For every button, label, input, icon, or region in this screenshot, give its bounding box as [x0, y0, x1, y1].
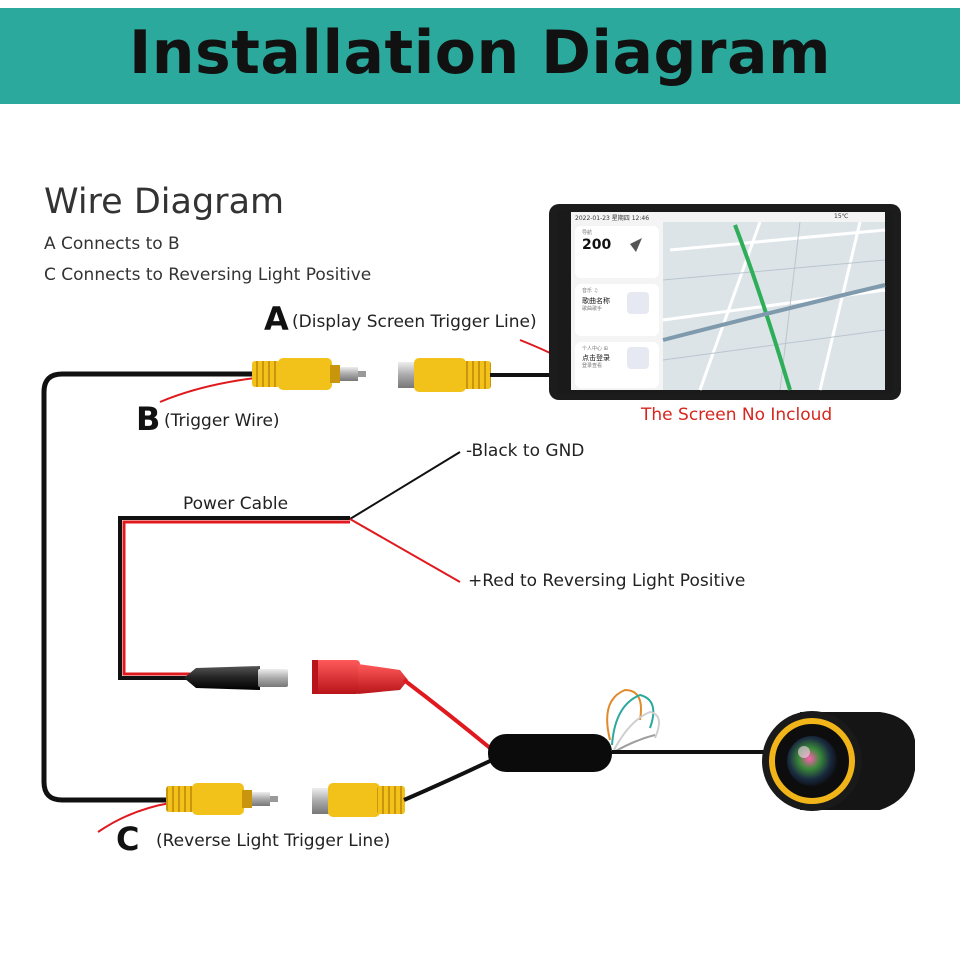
screen-song-title: 歌曲名称 — [582, 297, 610, 305]
color-signal-wires — [606, 688, 660, 753]
label-a-text: (Display Screen Trigger Line) — [292, 312, 537, 332]
backup-camera — [762, 711, 915, 811]
wire-rule-c: C Connects to Reversing Light Positive — [44, 265, 372, 285]
socket-cable — [402, 678, 492, 750]
rca-socket-camera — [312, 783, 405, 817]
title-banner — [0, 8, 960, 104]
screen-nav-label: 导航 — [582, 230, 593, 236]
screen-speed: 200 — [582, 237, 612, 253]
dc-power-plug — [184, 666, 288, 690]
label-red-positive: +Red to Reversing Light Positive — [468, 571, 746, 591]
screen-time: 12:46 — [631, 215, 650, 222]
wire-diagram-title: Wire Diagram — [44, 182, 285, 222]
screen-temp: 15℃ — [834, 213, 849, 220]
screen-user-label: 个人中心 ⊞ — [582, 346, 608, 352]
cable-junction — [488, 734, 612, 772]
label-b-text: (Trigger Wire) — [164, 411, 280, 431]
label-c-text: (Reverse Light Trigger Line) — [156, 831, 391, 851]
screen-music-label: 音乐 ♫ — [582, 288, 599, 294]
dc-power-socket — [312, 660, 408, 694]
screen-date: 2022-01-23 — [575, 215, 610, 222]
screen-user-sub: 登录查看 — [582, 363, 603, 369]
screen-song-artist: 歌曲歌手 — [582, 306, 603, 312]
label-a-letter: A — [264, 300, 289, 338]
camera-video-cable — [403, 758, 493, 802]
rca-plug-b — [252, 358, 366, 390]
rca-plug-c — [166, 783, 278, 815]
label-screen-note: The Screen No Incloud — [641, 405, 833, 425]
screen-status-bar: 2022-01-23 星期四 12:46 — [575, 213, 649, 222]
label-b-letter: B — [136, 400, 161, 438]
wire-rule-a-b: A Connects to B — [44, 234, 180, 254]
label-c-letter: C — [116, 820, 140, 858]
trigger-wire-b — [159, 377, 256, 403]
screen-weekday: 星期四 — [611, 215, 630, 222]
trigger-wire-c — [97, 802, 171, 833]
rca-socket-a — [398, 358, 491, 392]
label-power-cable: Power Cable — [183, 494, 289, 514]
head-unit-display — [549, 204, 901, 400]
page-title: Installation Diagram — [128, 18, 832, 88]
label-black-gnd: -Black to GND — [466, 441, 585, 461]
screen-user-title: 点击登录 — [582, 354, 610, 362]
black-loop-wire — [41, 371, 255, 803]
power-cable — [118, 451, 461, 680]
